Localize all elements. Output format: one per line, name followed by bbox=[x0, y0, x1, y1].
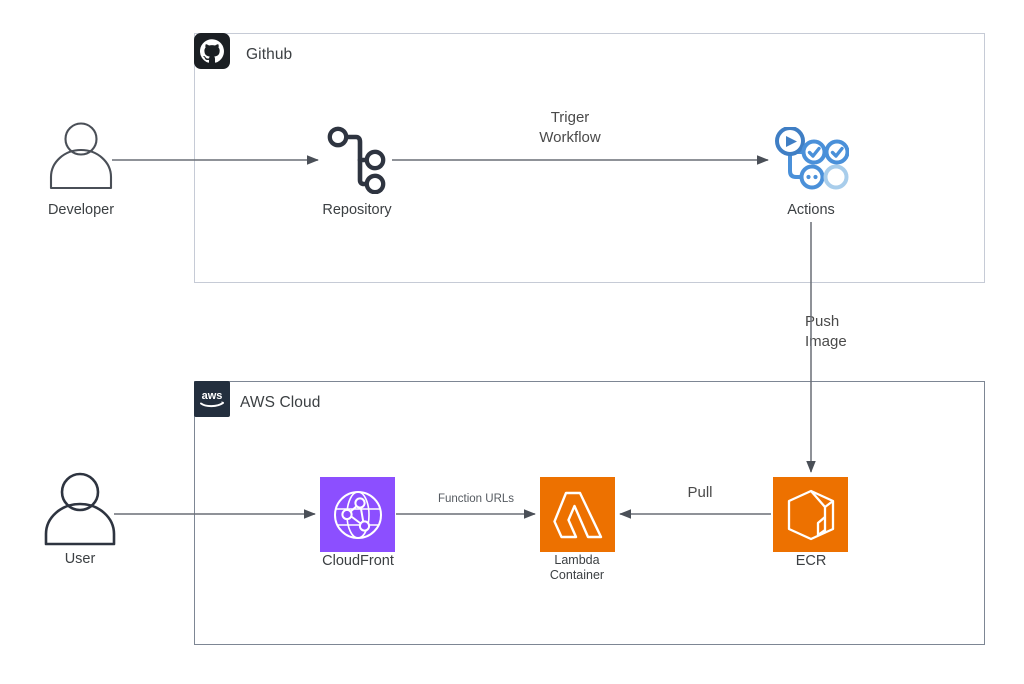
edge-label-push-image-line1: Push bbox=[805, 313, 840, 330]
group-aws-cloud bbox=[194, 381, 985, 645]
node-user-label: User bbox=[64, 551, 96, 567]
node-user bbox=[40, 472, 120, 553]
edge-label-push-image: Push Image bbox=[805, 312, 925, 351]
ecr-container-icon bbox=[787, 489, 834, 540]
group-github bbox=[194, 33, 985, 283]
edge-label-trigger-workflow-line2: Workflow bbox=[539, 128, 601, 146]
node-repository bbox=[326, 122, 388, 199]
group-github-label: Github bbox=[246, 46, 293, 63]
edge-label-function-urls: Function URLs bbox=[437, 493, 515, 505]
person-icon bbox=[44, 472, 116, 546]
node-actions-label: Actions bbox=[787, 202, 835, 218]
node-repository-label: Repository bbox=[322, 202, 392, 218]
node-lambda-label-line1: Lambda bbox=[554, 553, 600, 567]
node-cloudfront bbox=[320, 477, 395, 552]
node-developer bbox=[44, 122, 118, 197]
node-actions bbox=[773, 126, 850, 198]
github-logo-icon bbox=[194, 33, 230, 69]
node-cloudfront-label: CloudFront bbox=[322, 553, 394, 569]
node-ecr-label: ECR bbox=[795, 553, 827, 569]
edge-label-trigger-workflow-line1: Triger bbox=[550, 109, 590, 126]
edge-label-trigger-workflow: Triger Workflow bbox=[495, 108, 645, 147]
lambda-icon bbox=[552, 491, 602, 538]
aws-logo-icon: aws bbox=[194, 381, 230, 417]
person-icon bbox=[49, 122, 113, 190]
edge-label-push-image-line2: Image bbox=[805, 332, 847, 350]
node-lambda-label: Lambda Container bbox=[517, 553, 637, 583]
svg-text:aws: aws bbox=[202, 390, 223, 402]
group-aws-label: AWS Cloud bbox=[240, 394, 321, 411]
node-ecr bbox=[773, 477, 848, 552]
cloudfront-icon bbox=[333, 490, 382, 539]
git-branch-icon bbox=[327, 126, 386, 195]
node-developer-label: Developer bbox=[47, 202, 115, 218]
github-actions-icon bbox=[775, 126, 850, 190]
node-lambda-label-line2: Container bbox=[549, 567, 605, 582]
node-lambda bbox=[540, 477, 615, 552]
edge-label-pull: Pull bbox=[687, 484, 713, 501]
